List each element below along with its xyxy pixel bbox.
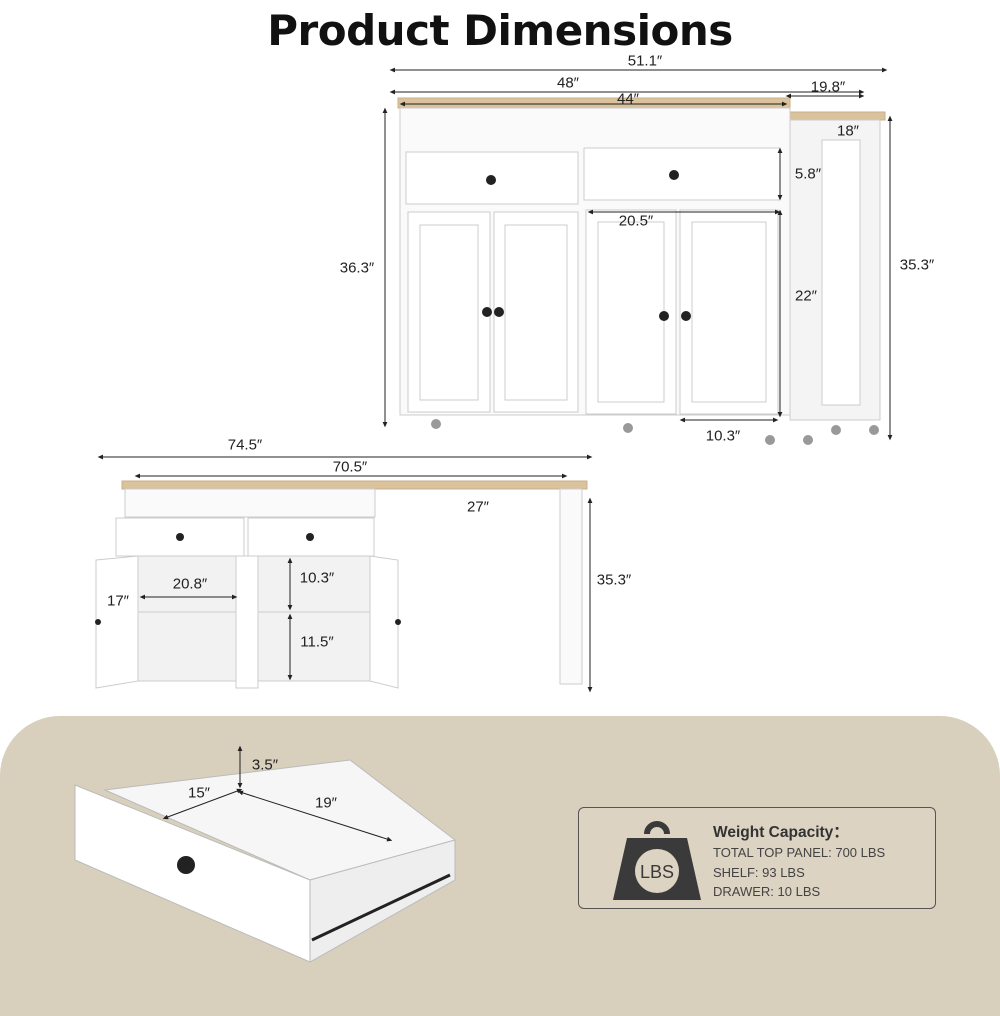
dim-top-body-width: 48″	[557, 74, 579, 92]
dim-drawer-inner-height: 3.5″	[251, 756, 279, 774]
dim-extended-height: 35.3″	[596, 571, 632, 589]
page-title: Product Dimensions	[267, 6, 733, 55]
dim-extended-top-width: 70.5″	[332, 458, 368, 476]
weight-icon-label: LBS	[640, 862, 674, 882]
dimension-lines	[97, 67, 893, 842]
open-cabinet	[95, 480, 588, 689]
dim-shelf-width: 20.8″	[172, 575, 208, 593]
dim-top-inner-width: 44″	[617, 90, 639, 108]
dim-drawer-height: 5.8″	[794, 165, 822, 183]
dim-lower-shelf-height: 11.5″	[300, 633, 334, 651]
closed-cabinet	[397, 97, 886, 445]
dim-top-total-width: 51.1″	[627, 52, 663, 70]
dim-upper-shelf-height: 10.3″	[299, 569, 335, 587]
dim-drawer-inner-width: 19″	[315, 794, 337, 812]
weight-line-top-panel: TOTAL TOP PANEL: 700 LBS	[713, 845, 886, 860]
dim-door-width: 10.3″	[705, 427, 741, 445]
dim-extended-total-width: 74.5″	[227, 436, 263, 454]
dim-side-height: 35.3″	[899, 256, 935, 274]
weight-capacity-title: Weight Capacity：	[713, 824, 849, 841]
weight-lbs-icon: LBS	[613, 821, 701, 900]
weight-line-shelf: SHELF: 93 LBS	[713, 865, 805, 880]
dim-drawer-width: 20.5″	[618, 212, 654, 230]
weight-capacity-box: LBS Weight Capacity： TOTAL TOP PANEL: 70…	[578, 807, 936, 909]
dim-top-side-depth: 19.8″	[810, 78, 846, 96]
dim-shelf-depth: 17″	[107, 592, 129, 610]
dim-extension-width: 27″	[467, 498, 489, 516]
weight-line-drawer: DRAWER: 10 LBS	[713, 884, 821, 899]
drawer-illustration	[74, 759, 457, 963]
dim-drawer-inner-depth: 15″	[188, 784, 210, 802]
dim-side-panel-depth: 18″	[837, 122, 859, 140]
dim-door-height: 22″	[795, 287, 817, 305]
dim-total-height: 36.3″	[339, 259, 375, 277]
